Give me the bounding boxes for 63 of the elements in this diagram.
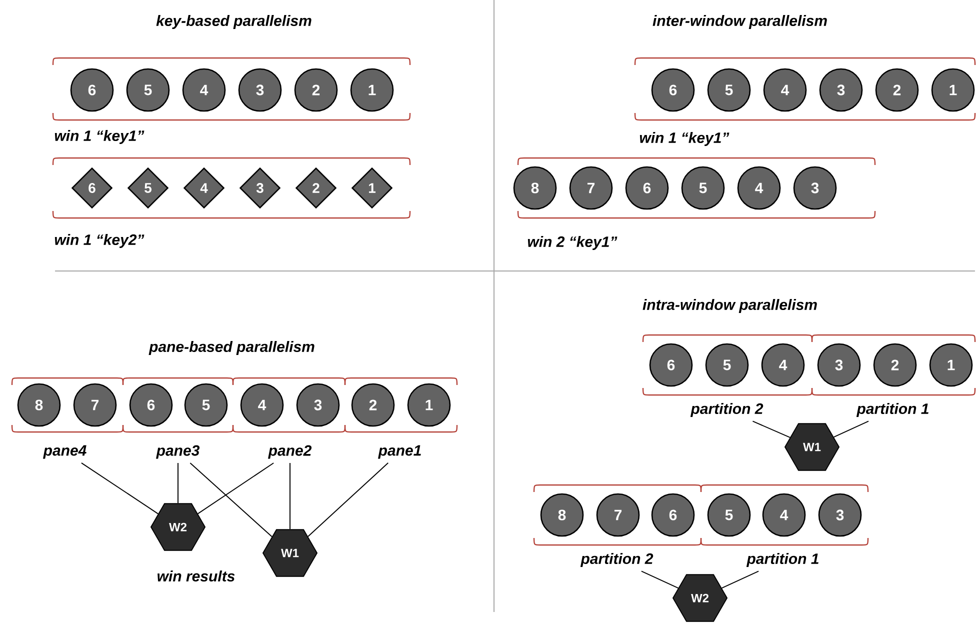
- connector-line: [308, 462, 389, 537]
- segment-label: pane2: [268, 445, 312, 459]
- connector-line: [640, 570, 679, 589]
- caption-text: win 1 “key2”: [54, 234, 144, 248]
- circle-token: 6: [625, 166, 669, 210]
- circle-token: 3: [819, 68, 863, 112]
- circle-token: 7: [73, 383, 117, 427]
- circle-token: 4: [761, 343, 805, 387]
- segment-label: pane3: [156, 445, 200, 459]
- circle-token: 3: [793, 166, 837, 210]
- circle-token: 8: [540, 493, 584, 537]
- circle-token: 8: [17, 383, 61, 427]
- caption-text: intra-window parallelism: [642, 299, 817, 313]
- segment-label: pane4: [43, 445, 86, 459]
- circle-token: 2: [294, 68, 338, 112]
- connector-line: [721, 570, 760, 589]
- circle-token: 5: [681, 166, 725, 210]
- segment-label: partition 2: [580, 553, 654, 567]
- segment-label: partition 1: [746, 553, 818, 567]
- circle-token: 3: [817, 343, 861, 387]
- circle-token: 6: [651, 68, 695, 112]
- circle-token: 2: [873, 343, 917, 387]
- circle-token: 3: [818, 493, 862, 537]
- circle-token: 4: [763, 68, 807, 112]
- caption-text: win results: [158, 570, 235, 582]
- circle-token: 6: [649, 343, 693, 387]
- caption-text: key-based parallelism: [156, 15, 312, 29]
- circle-token: 5: [126, 68, 170, 112]
- circle-token: 4: [182, 68, 226, 112]
- circle-token: 1: [931, 68, 975, 112]
- segment-label: pane1: [378, 445, 421, 459]
- circle-token: 1: [407, 383, 451, 427]
- segment-label: partition 1: [856, 403, 928, 417]
- circle-token: 4: [737, 166, 781, 210]
- circle-token: 5: [707, 493, 751, 537]
- circle-token: 6: [651, 493, 695, 537]
- circle-token: 5: [707, 68, 751, 112]
- circle-token: 6: [129, 383, 173, 427]
- caption-text: win 2 “key1”: [528, 236, 618, 250]
- circle-token: 1: [350, 68, 394, 112]
- circle-token: 4: [240, 383, 284, 427]
- circle-token: 5: [184, 383, 228, 427]
- caption-text: inter-window parallelism: [652, 15, 827, 29]
- segment-label: partition 2: [690, 403, 764, 417]
- circle-token: 3: [296, 383, 340, 427]
- connector-line: [752, 420, 790, 438]
- circle-token: 3: [238, 68, 282, 112]
- circle-token: 6: [70, 68, 114, 112]
- circle-token: 2: [875, 68, 919, 112]
- circle-token: 7: [596, 493, 640, 537]
- circle-token: 5: [705, 343, 749, 387]
- caption-text: pane-based parallelism: [148, 341, 314, 355]
- circle-token: 1: [929, 343, 973, 387]
- connector-line: [80, 462, 159, 514]
- circle-token: 7: [569, 166, 613, 210]
- caption-text: win 1 “key1”: [640, 132, 730, 146]
- connector-line: [197, 462, 274, 514]
- circle-token: 8: [513, 166, 557, 210]
- circle-token: 4: [762, 493, 806, 537]
- connector-line: [833, 420, 870, 438]
- connector-line: [190, 462, 272, 538]
- circle-token: 2: [351, 383, 395, 427]
- caption-text: win 1 “key1”: [54, 130, 144, 144]
